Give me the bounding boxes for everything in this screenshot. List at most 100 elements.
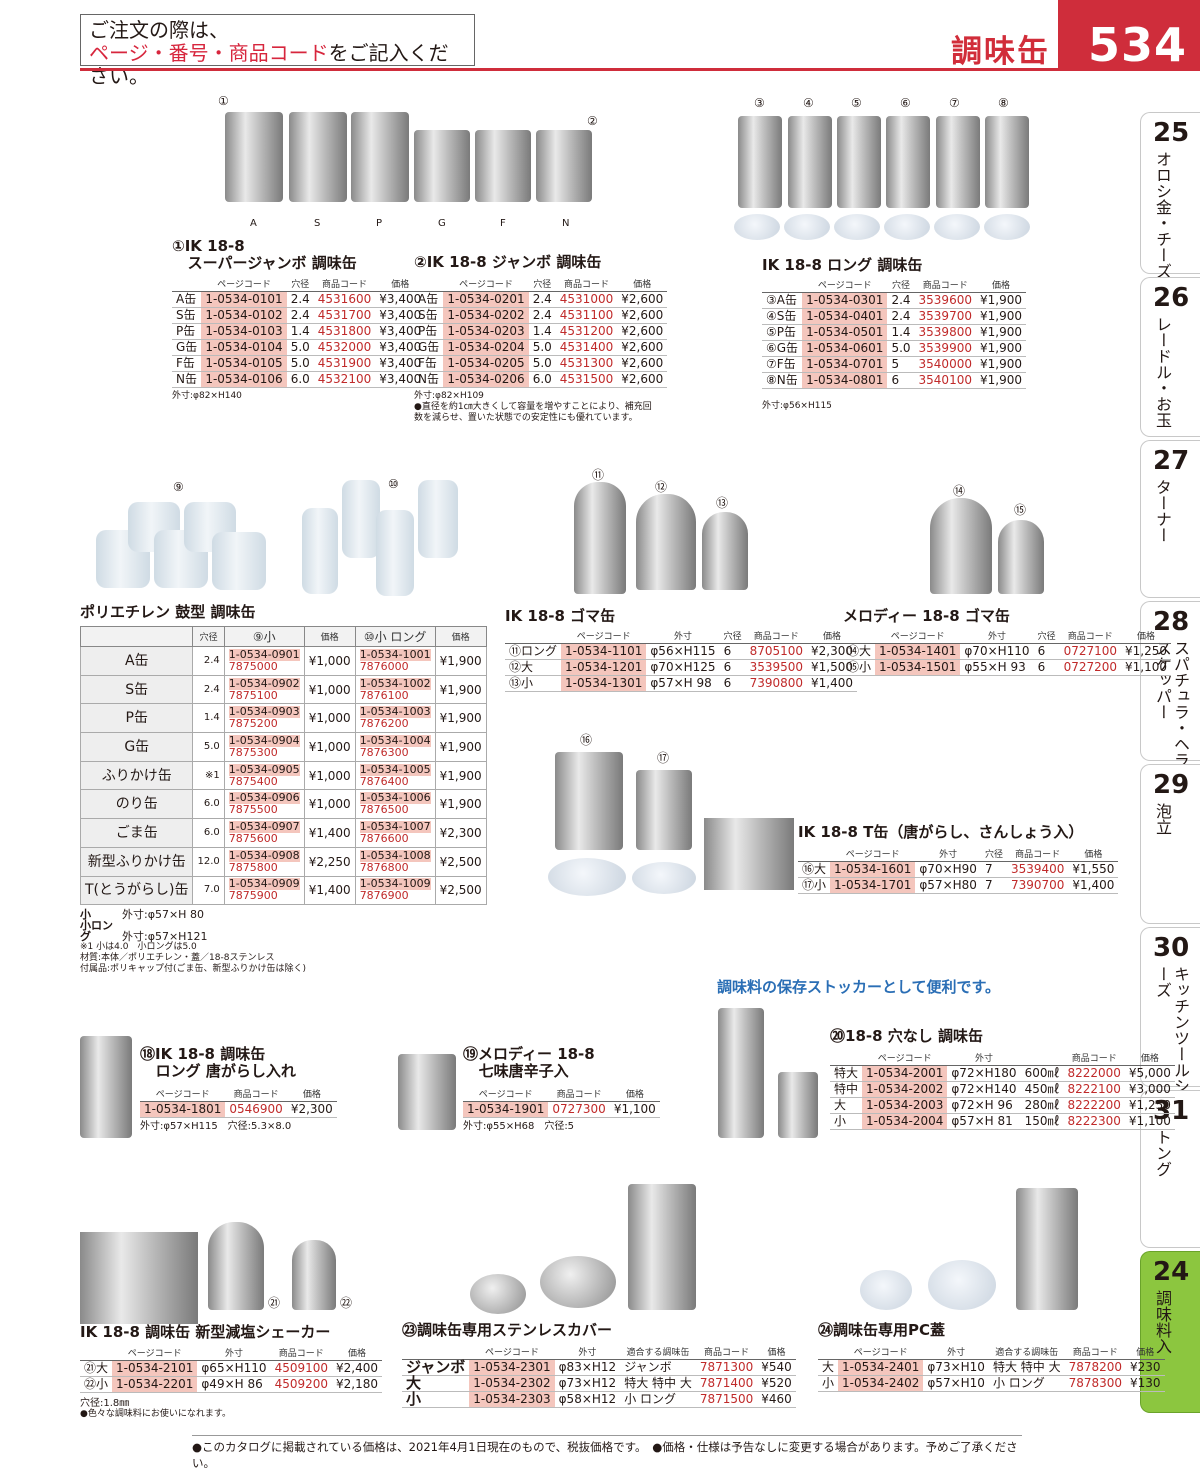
table-cell: 大 [822,1360,835,1374]
item-code: 7875400 [228,774,278,788]
table-cell: 1-0534-1701 [830,877,916,894]
letter-g: G [438,218,446,229]
table-cell: 1-0534-2001 [862,1065,948,1082]
table-cell: ¥1,900 [979,341,1022,355]
s19-note: 外寸:φ55×H68 穴径:5 [463,1121,575,1132]
table-cell: 4531000 [559,292,614,306]
table-cell: 6.0 [290,372,310,386]
letter-s: S [314,218,321,229]
table-cell: 450㎖ [1024,1082,1060,1096]
table-cell: 1-0534-0106 [201,371,287,388]
s23-can-photo [628,1184,696,1310]
item-code: 7875600 [228,831,278,845]
item-code: 7875300 [228,745,278,759]
table-cell: ¥2,600 [621,372,664,386]
page-code: 1-0534-1004 [359,733,431,747]
table-cell: ¥3,400 [379,308,422,322]
table-cell: φ57×H 98 [650,676,712,690]
table-cell: ¥3,000 [1128,1082,1171,1096]
table-cell: 1-0534-1301 [561,675,647,692]
table-cell: ¥1,500 [811,660,854,674]
table-cell: 6 [891,373,900,387]
table-cell: 3539800 [918,325,972,339]
item-code: 7876100 [359,688,409,702]
table-cell: ¥2,300 [434,818,487,848]
table-cell: A缶 [418,292,439,306]
notice-line1: ご注文の際は、 [89,18,229,42]
table-cell: φ70×H125 [650,660,716,674]
pc-lid-photo [734,214,780,240]
table-cell: 4531900 [317,356,372,370]
table-cell: 1-0534-0105 [201,355,287,372]
s18-photo [80,1036,132,1138]
table-cell: 5.0 [532,356,552,370]
table-cell: F缶 [418,356,437,370]
table-cell: 1-0534-1101 [561,643,647,660]
table-cell: 150㎖ [1024,1114,1060,1128]
table-cell: 1-0534-2302 [469,1375,555,1392]
page-code: 1-0534-1009 [359,877,431,891]
s21-photo-small [292,1240,336,1310]
letter-n: N [562,218,570,229]
table-cell: N缶 [176,372,197,386]
table-cell: S缶 [418,308,438,322]
table-cell: のり缶 [79,789,194,820]
table-cell: 8222300 [1067,1114,1121,1128]
table-cell: 特大 特中 大 [992,1360,1061,1374]
s3-title: IK 18-8 ロング 調味缶 [762,256,923,274]
pc-lid-photo [984,214,1030,240]
letter-p: P [376,218,383,229]
can-n-photo [536,130,592,202]
table-cell: ⑭大 [847,644,872,658]
table-cell: 4531100 [559,308,614,322]
goma-small-photo [702,512,748,590]
table-cell: G缶 [418,340,440,354]
table-cell: 小 ロング [992,1376,1045,1390]
table-cell: ⑥G缶 [766,341,799,355]
table-cell: 4509200 [274,1377,329,1391]
table-cell: 小 [822,1376,835,1390]
pc-lid-photo [884,214,930,240]
table-cell: 1.4 [532,324,552,338]
table-cell: 5 [891,357,900,371]
table-cell: ¥230 [1130,1360,1161,1374]
table-cell: 1-0534-2201 [112,1376,198,1393]
table-cell: ¥1,000 [303,703,356,734]
pc-lid-photo [934,214,980,240]
poly-can-photo [212,532,266,590]
item-code: 7875200 [228,717,278,731]
table-cell: ¥1,900 [434,732,487,762]
table-cell: 6 [723,644,732,658]
table-cell: 1-0534-2303 [469,1391,555,1408]
table-cell: 1-0534-0701 [802,356,888,373]
page-code: 1-0534-0902 [228,676,300,690]
table-cell: 1-0534-0201 [443,291,529,308]
table-cell: ふりかけ缶 [79,760,194,791]
table-cell: ⑬小 [509,676,534,690]
tkan-title: IK 18-8 T缶（唐がらし、さんしょう入） [798,823,1084,841]
table-cell: 4531400 [559,340,614,354]
